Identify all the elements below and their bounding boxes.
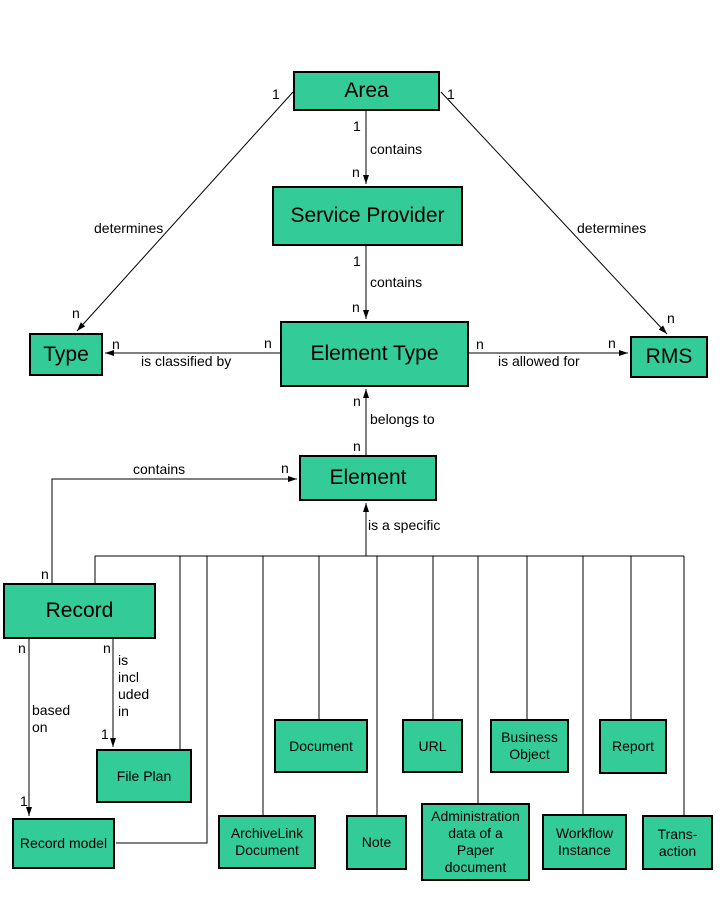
- node-admin-paper-document: Administration data of a Paper document: [421, 803, 530, 881]
- cardinality-area-type-1: 1: [272, 86, 280, 102]
- edge-label-contains-area-sp: contains: [370, 141, 423, 157]
- node-document: Document: [274, 719, 368, 773]
- edge-label-contains-record: contains: [133, 461, 186, 477]
- cardinality-classified-type-n: n: [112, 336, 120, 352]
- node-record: Record: [3, 583, 156, 639]
- cardinality-included-fileplan-1: 1: [101, 726, 109, 742]
- edge-record-element: [51, 476, 297, 583]
- cardinality-sp-et-n: n: [352, 299, 360, 315]
- node-business-object: Business Object: [490, 719, 569, 773]
- node-element-type: Element Type: [280, 321, 469, 387]
- edge-label-based-on: based on: [32, 702, 71, 735]
- node-url: URL: [402, 719, 463, 773]
- node-note: Note: [346, 815, 407, 870]
- edge-area-rms: [440, 91, 668, 335]
- cardinality-belongs-et-n: n: [353, 393, 361, 409]
- node-service-provider: Service Provider: [272, 186, 463, 246]
- cardinality-included-record-n: n: [103, 640, 111, 656]
- node-element: Element: [299, 455, 437, 501]
- edge-area-type: [76, 91, 294, 332]
- edge-label-is-classified-by: is classified by: [141, 353, 232, 369]
- edge-label-determines-right: determines: [577, 220, 647, 236]
- edge-label-is-a-specific: is a specific: [368, 517, 441, 533]
- node-workflow-instance: Workflow Instance: [542, 814, 627, 870]
- cardinality-area-rms-1: 1: [447, 86, 455, 102]
- edge-label-contains-sp-et: contains: [370, 274, 423, 290]
- cardinality-classified-et-n: n: [264, 335, 272, 351]
- node-record-model: Record model: [12, 818, 115, 869]
- node-type: Type: [29, 333, 103, 376]
- cardinality-rms-top-n: n: [667, 310, 675, 326]
- cardinality-type-top-n: n: [72, 305, 80, 321]
- node-area: Area: [293, 71, 440, 111]
- cardinality-based-model-1: 1: [20, 793, 28, 809]
- edge-label-is-allowed-for: is allowed for: [498, 353, 580, 369]
- cardinality-allowed-et-n: n: [476, 336, 484, 352]
- node-report: Report: [599, 719, 667, 774]
- node-transaction: Trans- action: [642, 815, 713, 870]
- cardinality-area-sp-n: n: [352, 164, 360, 180]
- edge-label-determines-left: determines: [94, 220, 164, 236]
- node-rms: RMS: [630, 336, 708, 378]
- cardinality-belongs-element-n: n: [353, 438, 361, 454]
- cardinality-based-record-n: n: [18, 640, 26, 656]
- edge-label-is-included-in: is incl uded in: [118, 652, 150, 719]
- node-archivelink-document: ArchiveLink Document: [218, 815, 316, 869]
- cardinality-sp-et-1: 1: [353, 253, 361, 269]
- cardinality-allowed-rms-n: n: [608, 335, 616, 351]
- cardinality-contains-element-n: n: [281, 460, 289, 476]
- cardinality-area-sp-1: 1: [353, 118, 361, 134]
- node-file-plan: File Plan: [96, 749, 192, 803]
- edge-label-belongs-to: belongs to: [370, 411, 435, 427]
- cardinality-contains-record-n: n: [41, 566, 49, 582]
- bus-drop-record-model: [116, 556, 208, 844]
